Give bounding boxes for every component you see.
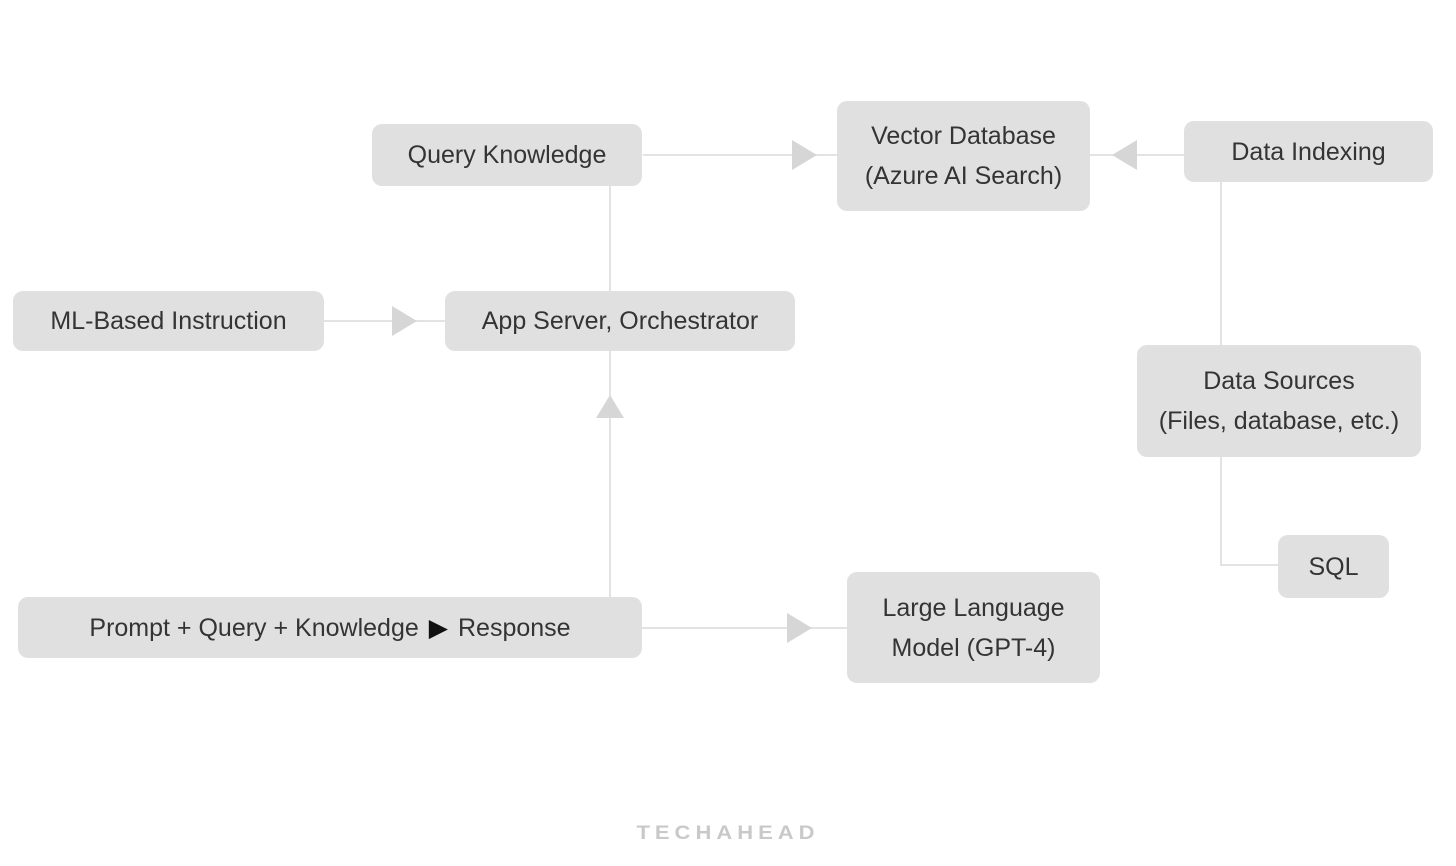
- edge-prompt-to-appserver-line: [609, 351, 611, 597]
- node-app-server-orchestrator: App Server, Orchestrator: [445, 291, 795, 351]
- edge-query-to-appserver-line: [609, 186, 611, 291]
- techahead-logo: TECHAHEAD: [636, 821, 820, 844]
- node-data-sources: Data Sources (Files, database, etc.): [1137, 345, 1421, 457]
- edge-ml-to-appserver-line: [324, 320, 445, 322]
- prompt-response-suffix: Response: [458, 613, 571, 642]
- edge-sources-to-sql-line-horizontal: [1220, 564, 1278, 566]
- node-vector-database: Vector Database (Azure AI Search): [837, 101, 1090, 211]
- edge-indexing-to-vectordb-line: [1090, 154, 1184, 156]
- edge-indexing-to-vectordb-arrowhead: [1112, 140, 1137, 170]
- node-sql: SQL: [1278, 535, 1389, 598]
- edge-prompt-to-appserver-arrowhead: [596, 395, 624, 418]
- node-large-language-model: Large Language Model (GPT-4): [847, 572, 1100, 683]
- edge-indexing-to-sources-line: [1220, 182, 1222, 345]
- prompt-response-prefix: Prompt + Query + Knowledge: [89, 613, 419, 642]
- play-icon: ▶: [428, 613, 448, 642]
- edge-sources-to-sql-line-vertical: [1220, 457, 1222, 566]
- edge-query-to-vectordb-arrowhead: [792, 140, 817, 170]
- node-prompt-response: Prompt + Query + Knowledge ▶ Response: [18, 597, 642, 658]
- edge-prompt-to-llm-line: [642, 627, 847, 629]
- node-query-knowledge: Query Knowledge: [372, 124, 642, 186]
- edge-query-to-vectordb-line: [643, 154, 837, 156]
- node-data-indexing: Data Indexing: [1184, 121, 1433, 182]
- node-ml-based-instruction: ML-Based Instruction: [13, 291, 324, 351]
- edge-prompt-to-llm-arrowhead: [787, 613, 812, 643]
- edge-ml-to-appserver-arrowhead: [392, 306, 417, 336]
